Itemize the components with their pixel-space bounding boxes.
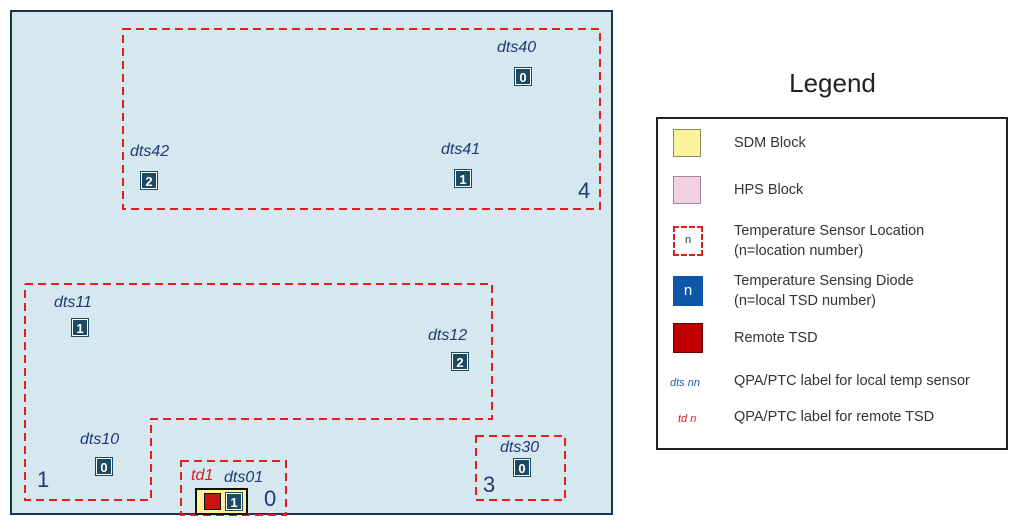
sensor-label-dts40: dts40: [497, 39, 537, 56]
zone-1-outline: [24, 283, 493, 501]
tsd-dts11: 1: [72, 319, 88, 336]
sensor-label-dts01: dts01: [224, 469, 264, 486]
tsd-dts10: 0: [96, 458, 112, 475]
remote-label-sample: td n: [678, 413, 697, 425]
zone-4-outline: [122, 28, 601, 210]
zone-0-outline: [180, 460, 287, 516]
remote-tsd-swatch: [673, 323, 703, 353]
sensor-label-dts12: dts12: [428, 327, 468, 344]
hps-swatch: [673, 176, 701, 204]
remote-tsd-label: td1: [191, 467, 214, 484]
legend-text-local-label: QPA/PTC label for local temp sensor: [734, 373, 970, 389]
legend-text-sensor-location-2: (n=location number): [734, 243, 864, 259]
legend-box: SDM Block HPS Block n Temperature Sensor…: [656, 117, 1008, 450]
sensor-location-swatch: n: [673, 226, 703, 256]
tsd-dts40: 0: [515, 68, 531, 85]
remote-tsd: [204, 493, 221, 510]
legend-text-remote-label: QPA/PTC label for remote TSD: [734, 409, 935, 425]
legend-text-sensor-location-1: Temperature Sensor Location: [734, 223, 925, 239]
legend-text-remote-tsd: Remote TSD: [734, 330, 818, 346]
die-floorplan: [10, 10, 613, 515]
legend-title: Legend: [789, 68, 876, 98]
sensor-label-dts11: dts11: [54, 294, 92, 311]
tsd-dts01: 1: [226, 493, 242, 510]
legend-text-sdm: SDM Block: [734, 135, 806, 151]
zone-number-0: 0: [264, 486, 277, 511]
legend-text-tsd-1: Temperature Sensing Diode: [734, 273, 914, 289]
sensor-location-sample: n: [684, 234, 692, 246]
zone-number-1: 1: [37, 467, 50, 492]
sensor-label-dts41: dts41: [441, 141, 481, 158]
zone-3-outline: [475, 435, 566, 501]
zone-number-4: 4: [578, 178, 591, 203]
sensor-label-dts10: dts10: [80, 431, 120, 448]
sensor-label-dts30: dts30: [500, 439, 540, 456]
sdm-swatch: [673, 129, 701, 157]
tsd-dts41: 1: [455, 170, 471, 187]
tsd-dts30: 0: [514, 459, 530, 476]
zone-number-3: 3: [483, 472, 496, 497]
tsd-swatch: n: [673, 276, 703, 306]
tsd-dts12: 2: [452, 353, 468, 370]
tsd-dts42: 2: [141, 172, 157, 189]
local-label-sample: dts nn: [670, 377, 700, 389]
legend-text-hps: HPS Block: [734, 182, 804, 198]
sensor-label-dts42: dts42: [130, 143, 170, 160]
legend-text-tsd-2: (n=local TSD number): [734, 293, 876, 309]
